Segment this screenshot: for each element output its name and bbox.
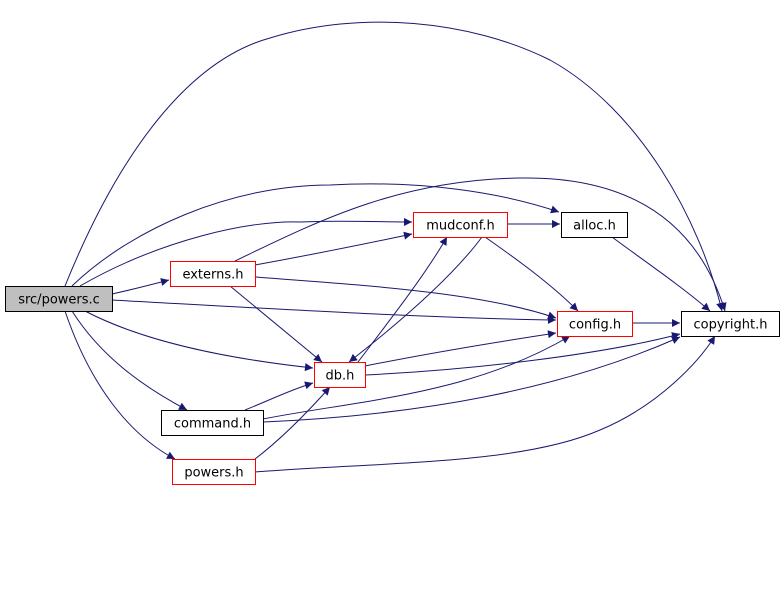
edge-powers_c-to-copyright — [64, 21, 725, 312]
edge-powers_h-to-db — [254, 386, 331, 460]
node-command[interactable]: command.h — [161, 410, 264, 436]
edge-powers_c-to-mudconf — [79, 217, 413, 287]
node-powers_c[interactable]: src/powers.c — [5, 286, 113, 312]
node-label-config: config.h — [569, 318, 621, 333]
edge-mudconf-to-db — [348, 236, 483, 363]
node-label-powers_h: powers.h — [184, 466, 243, 481]
node-layer: src/powers.c externs.h mudconf.h alloc.h con… — [5, 212, 780, 485]
edge-command-to-copyright — [262, 336, 681, 423]
node-alloc[interactable]: alloc.h — [561, 212, 628, 238]
node-powers_h[interactable]: powers.h — [172, 459, 256, 485]
edge-db-to-mudconf — [357, 236, 448, 363]
node-box-externs[interactable] — [170, 261, 256, 287]
edge-powers_c-to-externs — [111, 278, 170, 295]
node-db[interactable]: db.h — [314, 362, 366, 388]
node-label-alloc: alloc.h — [573, 219, 616, 234]
node-label-externs: externs.h — [182, 268, 243, 283]
node-label-command: command.h — [174, 417, 251, 432]
node-externs[interactable]: externs.h — [170, 261, 256, 287]
node-copyright[interactable]: copyright.h — [681, 311, 780, 337]
node-box-command[interactable] — [161, 410, 264, 436]
edge-alloc-to-copyright — [611, 236, 711, 312]
node-box-config[interactable] — [557, 311, 633, 337]
edge-externs-to-db — [229, 285, 323, 363]
edge-mudconf-to-config — [484, 236, 579, 312]
node-config[interactable]: config.h — [557, 311, 633, 337]
node-mudconf[interactable]: mudconf.h — [413, 212, 508, 238]
edge-command-to-db — [244, 381, 314, 411]
edge-externs-to-config — [254, 276, 557, 320]
edge-command-to-config — [262, 335, 571, 420]
node-box-db[interactable] — [314, 362, 366, 388]
node-box-powers_c[interactable] — [5, 286, 113, 312]
node-box-powers_h[interactable] — [172, 459, 256, 485]
node-box-copyright[interactable] — [681, 311, 780, 337]
edge-db-to-config — [364, 330, 557, 367]
edge-powers_c-to-db — [84, 310, 314, 372]
edge-powers_c-to-config — [111, 299, 557, 324]
edge-powers_h-to-copyright — [254, 335, 716, 473]
node-label-db: db.h — [326, 369, 355, 384]
node-box-alloc[interactable] — [561, 212, 628, 238]
edge-layer — [64, 21, 727, 473]
node-label-mudconf: mudconf.h — [426, 219, 495, 234]
edge-externs-to-copyright — [234, 177, 727, 312]
edge-externs-to-mudconf — [254, 231, 413, 266]
edge-powers_c-to-alloc — [71, 183, 560, 287]
node-box-mudconf[interactable] — [413, 212, 508, 238]
node-label-copyright: copyright.h — [694, 318, 768, 333]
edge-db-to-copyright — [364, 332, 681, 376]
edge-powers_c-to-command — [71, 310, 188, 411]
edge-powers_c-to-powers_h — [64, 310, 176, 460]
node-label-powers_c: src/powers.c — [18, 293, 100, 308]
